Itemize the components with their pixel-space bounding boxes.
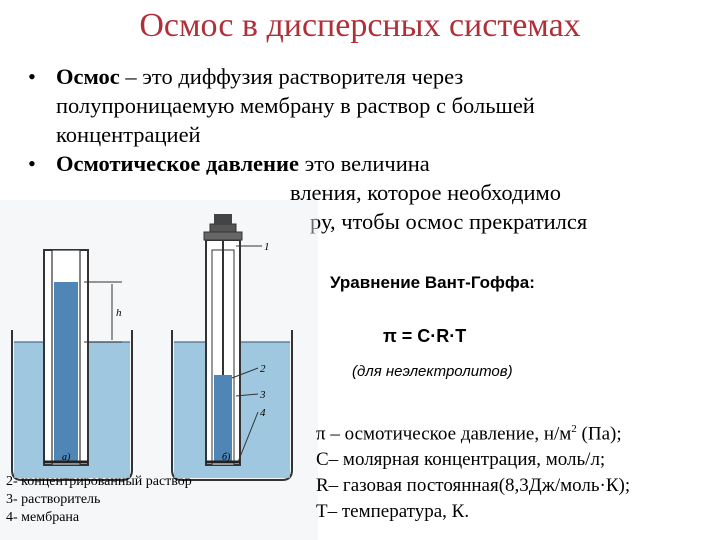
definition-pi-sup: 2 [571,423,577,435]
figure-legend: 2- концентрированный раствор 3- раствори… [6,473,192,527]
bullet-dot-icon: • [28,151,36,176]
label-3: 3 [259,389,266,401]
bullet-list: • Осмос – это диффузия растворителя чере… [28,62,708,236]
beaker-a: h а) [11,249,133,481]
definition-t: T– температура, К. [316,501,470,523]
bullet-osmotic-pressure: • Осмотическое давление это величина вле… [28,149,708,236]
bullet-osmosis: • Осмос – это диффузия растворителя чере… [28,62,708,149]
term-osmotic-pressure: Осмотическое давление [56,151,299,176]
legend-item: 2- концентрированный раствор [6,474,192,489]
definition-r: R– газовая постоянная(8,3Дж/моль·К); [316,475,631,497]
osmosis-apparatus-figure: h а) 1 2 3 [0,200,318,540]
slide-title: Осмос в дисперсных системах [139,7,581,44]
caption-b: б) [222,452,231,463]
definition-pi-text: π – осмотическое давление, н/м [316,423,572,445]
legend-item: 3- растворитель [6,492,101,507]
osmosis-def-line1: – это диффузия растворителя через [119,64,464,89]
osmosis-def-line3: концентрацией [56,122,201,147]
legend-item: 4- мембрана [6,510,80,525]
equation-note: (для неэлектролитов) [352,363,513,380]
label-4: 4 [260,407,266,419]
label-1: 1 [264,241,270,253]
bullet-dot-icon: • [28,64,36,89]
definition-c: C– молярная концентрация, моль/л; [316,449,606,471]
term-osmosis: Осмос [56,64,120,89]
label-2: 2 [260,363,266,375]
definition-pi: π – осмотическое давление, н/м2 (Па); [316,416,630,447]
definition-pi-unit: (Па); [576,423,622,445]
osmosis-def-line2: полупроницаемую мембрану в раствор с бол… [56,93,535,118]
vant-hoff-formula: π = C·R·T [383,326,467,346]
variable-definitions: π – осмотическое давление, н/м2 (Па); C–… [316,416,630,525]
equation-heading: Уравнение Вант-Гоффа: [330,273,535,292]
apparatus-drawing: h а) 1 2 3 [0,200,318,540]
beaker-b: 1 2 3 4 б) [171,214,293,481]
pressure-def-line3: ру, чтобы осмос прекратился [310,209,588,234]
label-h: h [116,307,122,319]
caption-a: а) [62,452,71,463]
pressure-def-line2: вления, которое необходимо [290,180,561,205]
pressure-def-line1: это величина [298,151,430,176]
